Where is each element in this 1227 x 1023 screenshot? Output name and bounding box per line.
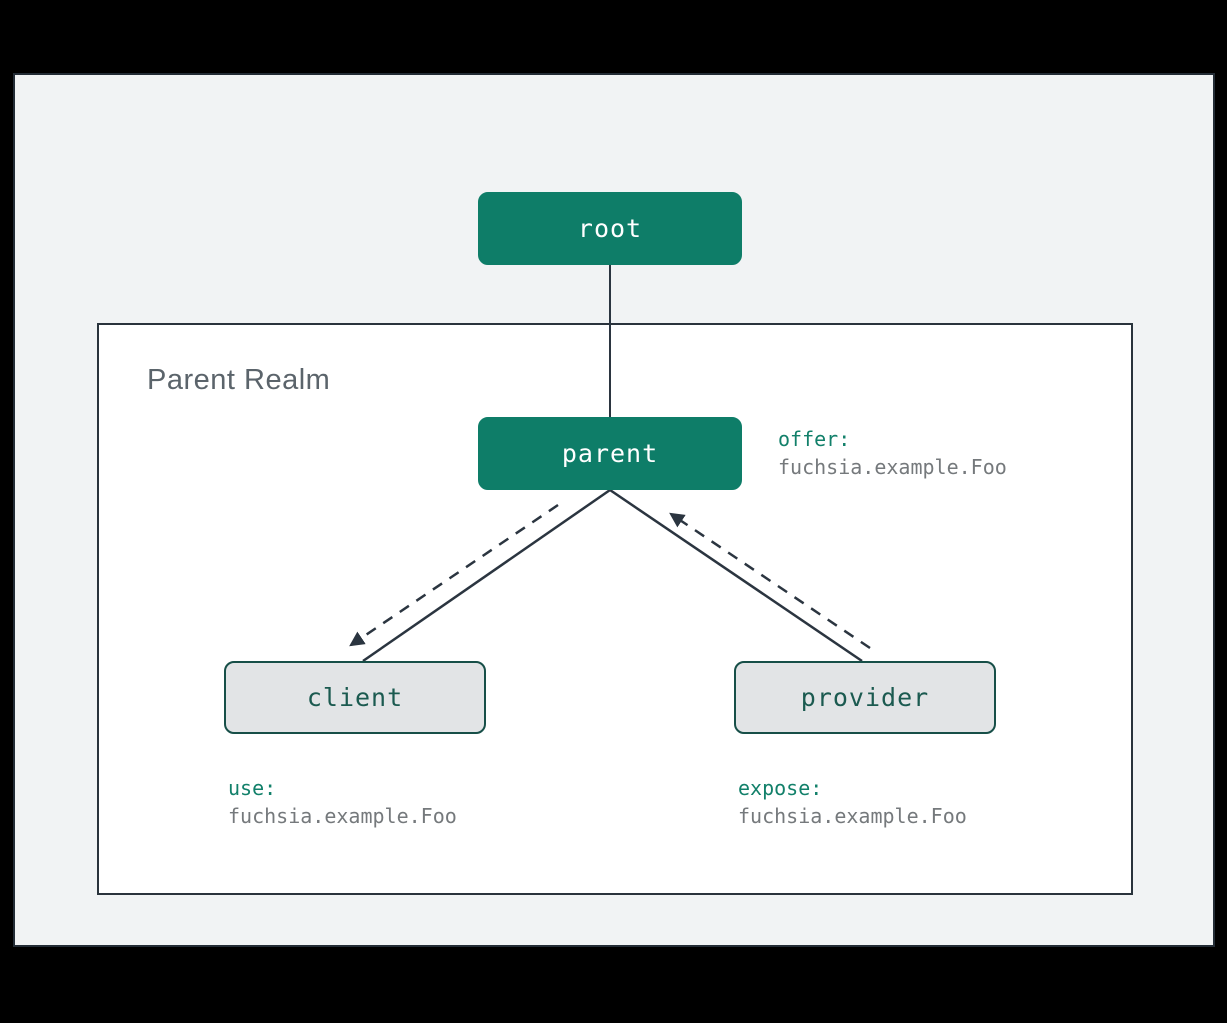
use-keyword: use: bbox=[228, 776, 277, 800]
expose-keyword: expose: bbox=[738, 776, 823, 800]
node-parent: parent bbox=[478, 417, 742, 490]
node-client-label: client bbox=[306, 683, 404, 712]
node-root: root bbox=[478, 192, 742, 265]
node-parent-label: parent bbox=[561, 439, 659, 468]
node-client: client bbox=[224, 661, 486, 734]
parent-realm-title: Parent Realm bbox=[147, 364, 331, 396]
offer-annotation: offer: fuchsia.example.Foo bbox=[778, 425, 1007, 481]
offer-keyword: offer: bbox=[778, 427, 851, 451]
node-root-label: root bbox=[577, 214, 643, 243]
offer-value: fuchsia.example.Foo bbox=[778, 455, 1007, 479]
expose-annotation: expose: fuchsia.example.Foo bbox=[738, 774, 967, 830]
node-provider: provider bbox=[734, 661, 996, 734]
node-provider-label: provider bbox=[800, 683, 930, 712]
expose-value: fuchsia.example.Foo bbox=[738, 804, 967, 828]
use-annotation: use: fuchsia.example.Foo bbox=[228, 774, 457, 830]
use-value: fuchsia.example.Foo bbox=[228, 804, 457, 828]
diagram-page: Parent Realm root parent bbox=[13, 73, 1215, 947]
